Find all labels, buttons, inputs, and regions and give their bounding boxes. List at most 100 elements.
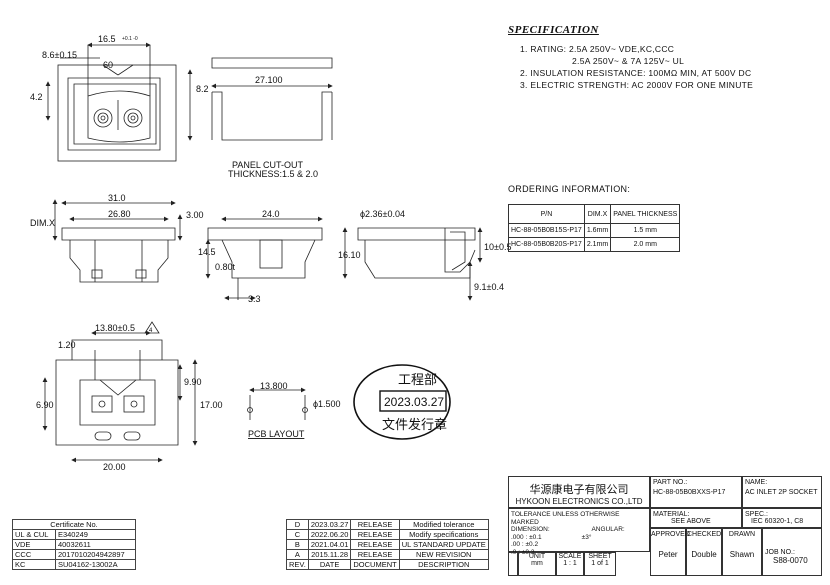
cert-title: Certificate No. bbox=[12, 519, 136, 530]
job-label: JOB NO.: bbox=[765, 549, 795, 556]
table-cell: 2021.04.01 bbox=[307, 539, 352, 550]
drawn-label: DRAWN bbox=[728, 531, 756, 538]
table-cell: 2017010204942897 bbox=[54, 549, 137, 560]
spec-block: SPEC.: IEC 60320-1, C8 bbox=[742, 508, 822, 528]
unit-label: UNIT bbox=[528, 553, 546, 560]
material: SEE ABOVE bbox=[671, 518, 711, 525]
tol-ang-value: ±3° bbox=[581, 533, 592, 541]
spec-line-1b: 2.5A 250V~ & 7A 125V~ UL bbox=[572, 56, 685, 66]
table-cell: KC bbox=[12, 559, 56, 570]
dim-10: 10±0.5 bbox=[484, 242, 511, 252]
scale: 1 : 1 bbox=[563, 560, 577, 567]
pcb-layout-view bbox=[247, 387, 308, 420]
spec-line-3: 3. ELECTRIC STRENGTH: AC 2000V FOR ONE M… bbox=[520, 80, 754, 90]
col-pn: P/N bbox=[508, 204, 585, 224]
table-cell: 40032611 bbox=[54, 539, 137, 550]
name-block: NAME: AC INLET 2P SOCKET bbox=[742, 476, 822, 508]
table-cell: Modify specifications bbox=[398, 529, 489, 540]
stamp-label: 文件发行章 bbox=[382, 417, 447, 432]
table-cell: 1.5 mm bbox=[610, 223, 681, 238]
table-cell: SU04162-13002A bbox=[54, 559, 137, 570]
table-cell: C bbox=[286, 529, 309, 540]
table-cell: RELEASE bbox=[350, 539, 400, 550]
table-cell: 2022.06.20 bbox=[307, 529, 352, 540]
checked-label: CHECKED bbox=[687, 531, 722, 538]
table-cell: VDE bbox=[12, 539, 56, 550]
drawn: Shawn bbox=[729, 550, 755, 559]
cutout-label: PANEL CUT-OUT bbox=[232, 160, 304, 170]
dim-2.36: ϕ2.36±0.04 bbox=[360, 209, 405, 219]
dim-17.00: 17.00 bbox=[200, 400, 223, 410]
part-no: HC-88-05B0BXXS-P17 bbox=[653, 489, 726, 496]
dim-13.80: 13.80±0.5 bbox=[95, 323, 135, 333]
tolerance-block: TOLERANCE UNLESS OTHERWISE MARKED DIMENS… bbox=[508, 508, 650, 556]
table-cell: CCC bbox=[12, 549, 56, 560]
material-label: MATERIAL: bbox=[653, 511, 690, 518]
dim-pcb-hole: ϕ1.500 bbox=[313, 399, 341, 409]
approved-label: APPROVED bbox=[651, 531, 690, 538]
sheet-label: SHEET bbox=[588, 553, 612, 560]
side-view-middle bbox=[205, 216, 323, 301]
dim-1.20: 1.20 bbox=[58, 340, 76, 350]
table-cell: NEW REVISION bbox=[398, 549, 489, 560]
table-cell: 2015.11.28 bbox=[307, 549, 352, 560]
tol-b: .00 : ±0.2 bbox=[511, 541, 539, 548]
table-header: DATE bbox=[307, 559, 352, 570]
table-cell: HC-88-05B0B20S-P17 bbox=[508, 237, 585, 252]
spec-title: SPECIFICATION bbox=[508, 24, 599, 36]
dim-0.80t: 0.80t bbox=[215, 262, 236, 272]
dim-4.2: 4.2 bbox=[30, 92, 43, 102]
tol-a: .000 : ±0.1 bbox=[511, 533, 542, 541]
table-cell: RELEASE bbox=[350, 549, 400, 560]
tol-ang-label: ANGULAR: bbox=[591, 526, 625, 533]
col-thickness: PANEL THICKNESS bbox=[610, 204, 681, 224]
table-header: REV. bbox=[286, 559, 309, 570]
stamp-dept: 工程部 bbox=[398, 372, 437, 387]
part-no-block: PART NO.: HC-88-05B0BXXS-P17 bbox=[650, 476, 742, 508]
company-cn: 华源康电子有限公司 bbox=[529, 483, 629, 496]
ordering-title: ORDERING INFORMATION: bbox=[508, 184, 631, 194]
table-header: DOCUMENT bbox=[350, 559, 400, 570]
table-cell: 1.6mm bbox=[583, 223, 612, 238]
dim-dimx: DIM.X bbox=[30, 218, 55, 228]
unit: mm bbox=[531, 560, 543, 567]
cutout-thickness: THICKNESS:1.5 & 2.0 bbox=[228, 169, 318, 179]
warning-number: 4 bbox=[149, 328, 153, 334]
dim-27.100: 27.100 bbox=[255, 75, 283, 85]
pcb-layout-label: PCB LAYOUT bbox=[248, 429, 305, 439]
projection-symbol-icon bbox=[508, 552, 518, 576]
dim-14.5: 14.5 bbox=[198, 247, 216, 257]
job-no: S88-0070 bbox=[773, 556, 808, 565]
side-view-left bbox=[52, 199, 183, 283]
checked-block: CHECKED Double bbox=[686, 528, 722, 576]
table-cell: A bbox=[286, 549, 309, 560]
name-label: NAME: bbox=[745, 479, 768, 486]
dim-angle-60: 60 bbox=[103, 60, 113, 70]
company-en: HYKOON ELECTRONICS CO.,LTD bbox=[515, 497, 643, 506]
table-cell: 2.0 mm bbox=[610, 237, 681, 252]
scale-label: SCALE bbox=[558, 553, 582, 560]
col-dimx: DIM.X bbox=[583, 204, 612, 224]
dim-16.5: 16.5 bbox=[98, 34, 116, 44]
drawn-block: DRAWN Shawn bbox=[722, 528, 762, 576]
tol-dim-label: DIMENSION: bbox=[511, 526, 550, 533]
part-no-label: PART NO.: bbox=[653, 479, 688, 486]
dim-13.800: 13.800 bbox=[260, 381, 288, 391]
table-cell: D bbox=[286, 519, 309, 530]
spec-value: IEC 60320-1, C8 bbox=[751, 518, 804, 525]
tolerance-title: TOLERANCE UNLESS OTHERWISE MARKED bbox=[511, 511, 620, 526]
table-cell: RELEASE bbox=[350, 519, 400, 530]
table-cell: UL & CUL bbox=[12, 529, 56, 540]
dim-16.5-tol: +0.1 -0 bbox=[122, 36, 138, 42]
dim-8.6: 8.6±0.15 bbox=[42, 50, 77, 60]
checked: Double bbox=[691, 550, 717, 559]
dim-20.00: 20.00 bbox=[103, 462, 126, 472]
table-cell: HC-88-05B0B15S-P17 bbox=[508, 223, 585, 238]
